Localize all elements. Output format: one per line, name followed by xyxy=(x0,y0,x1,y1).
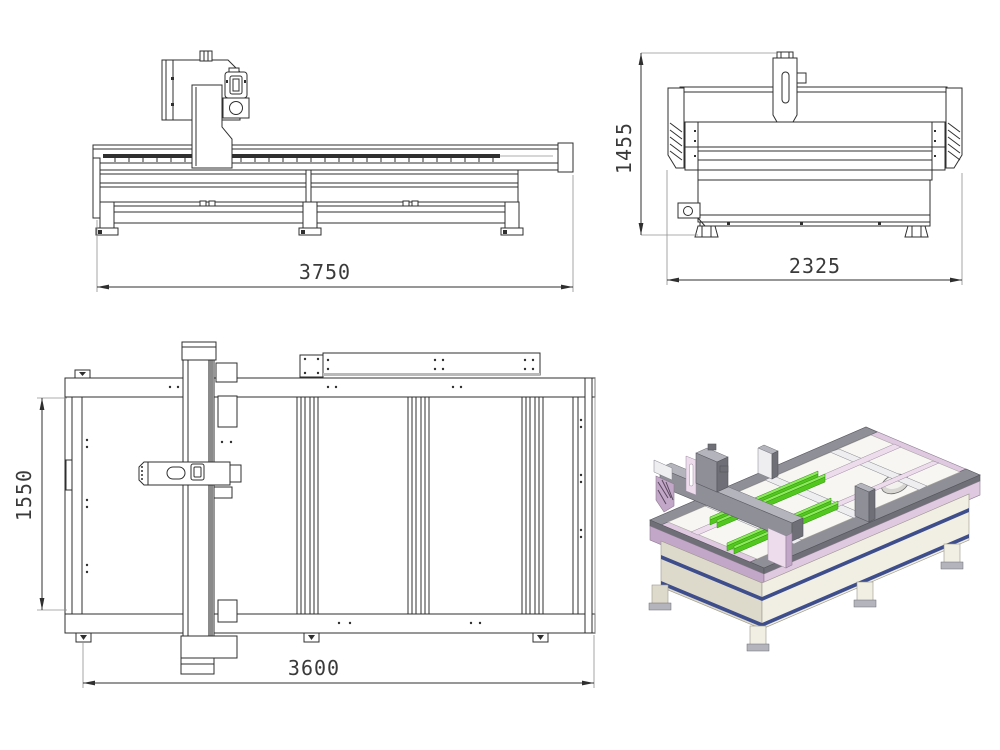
dimension-side-height: 1455 xyxy=(612,52,777,236)
iso-gantry-end-bracket xyxy=(653,459,675,513)
top-cross-members xyxy=(296,397,544,614)
iso-base xyxy=(648,493,970,652)
dimension-front-length: 3750 xyxy=(96,175,574,292)
dimension-label-3600: 3600 xyxy=(288,656,340,680)
side-foot-left xyxy=(694,225,719,238)
side-z-column xyxy=(772,51,807,123)
side-motor-box xyxy=(677,202,706,227)
side-bed xyxy=(677,146,933,238)
top-frame xyxy=(64,369,596,634)
hatch-left xyxy=(669,122,683,161)
dimension-label-1550: 1550 xyxy=(15,469,36,521)
iso-gantry-near-support xyxy=(767,527,793,569)
top-view-drawing: 1550 3600 xyxy=(15,341,596,688)
dimension-top-width: 1550 xyxy=(15,397,67,611)
dimension-top-length: 3600 xyxy=(82,635,595,688)
iso-gantry xyxy=(653,443,804,569)
z-column xyxy=(191,84,233,169)
dimension-label-2325: 2325 xyxy=(789,254,841,278)
front-bed-rail xyxy=(92,142,574,219)
side-foot-right xyxy=(904,225,929,238)
top-gantry-beam xyxy=(180,341,238,675)
front-gantry-head xyxy=(161,50,250,169)
iso-mid-posts xyxy=(757,444,876,523)
iso-z-head xyxy=(685,443,729,496)
top-foot-markers xyxy=(75,632,549,643)
iso-legs xyxy=(648,543,964,652)
spindle-bracket xyxy=(222,67,250,119)
side-view-drawing: 1455 2325 xyxy=(612,51,963,285)
front-legs xyxy=(95,200,524,236)
dimension-label-3750: 3750 xyxy=(299,260,351,284)
top-carriage xyxy=(138,461,242,486)
front-rail-end-cap xyxy=(557,142,574,173)
hatch-right xyxy=(947,122,961,161)
side-gantry-beam xyxy=(667,86,963,171)
front-view-drawing: 3750 xyxy=(92,50,574,292)
isometric-view xyxy=(648,426,981,652)
top-cable-tray xyxy=(299,352,541,378)
dimension-side-depth: 2325 xyxy=(666,170,963,285)
dimension-label-1455: 1455 xyxy=(612,122,636,174)
front-left-plate xyxy=(92,157,101,219)
front-table xyxy=(99,169,519,203)
